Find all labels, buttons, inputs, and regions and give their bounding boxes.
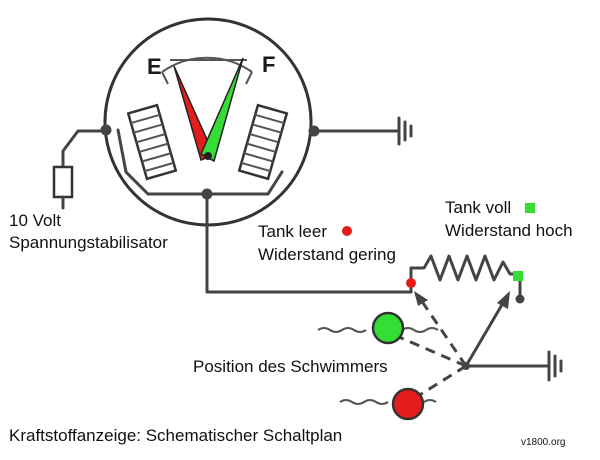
tank-empty-label: Tank leer [258, 222, 327, 241]
voltage-stabilizer [52, 129, 106, 210]
float-arm [382, 291, 510, 398]
fuel-level-low [339, 399, 437, 405]
sender-signal-wire [205, 216, 413, 294]
watermark: v1800.org [521, 437, 565, 448]
right-heating-coil [237, 103, 289, 181]
gauge-internal-wiring [116, 128, 284, 196]
stabilizer-label-line2: Spannungstabilisator [9, 233, 168, 252]
needle-pivot [204, 152, 212, 160]
arrow-head-empty [414, 291, 428, 306]
gauge-scale-tick-left [161, 71, 169, 85]
terminal-bottom [201, 188, 213, 200]
stabilizer-box [52, 165, 74, 199]
tank-full-label: Tank voll [445, 198, 511, 217]
sender-ground [464, 350, 563, 382]
gauge-empty-letter: E [147, 54, 162, 79]
gauge-ground [314, 116, 413, 146]
gauge-full-letter: F [262, 52, 275, 77]
float-full [371, 311, 405, 345]
left-heating-coil [126, 103, 178, 181]
terminal-right [308, 125, 320, 137]
gauge-scale-arc [161, 56, 253, 73]
gauge-scale-tick-right [245, 71, 253, 85]
fuel-gauge: E F [100, 17, 320, 227]
terminal-left [100, 124, 112, 136]
legend-full-square [525, 203, 535, 213]
stabilizer-lead [61, 129, 106, 169]
resistance-high-label: Widerstand hoch [445, 221, 573, 240]
float-empty [391, 387, 425, 421]
diagram-caption: Kraftstoffanzeige: Schematischer Schaltp… [9, 426, 342, 445]
sender-resistor [406, 254, 525, 304]
empty-contact-dot [406, 278, 416, 288]
fuel-level-high [317, 327, 439, 333]
float-arm-full-position [464, 302, 505, 367]
resistance-low-label: Widerstand gering [258, 245, 396, 264]
full-contact-square [513, 271, 523, 281]
legend-empty-dot [342, 226, 352, 236]
resistor-end-terminal [515, 294, 525, 304]
float-rod-lower [417, 364, 467, 398]
float-arm-empty-position [419, 299, 468, 367]
stabilizer-label-line1: 10 Volt [9, 211, 61, 230]
float-position-label: Position des Schwimmers [193, 357, 388, 376]
arrow-head-full [497, 291, 510, 309]
